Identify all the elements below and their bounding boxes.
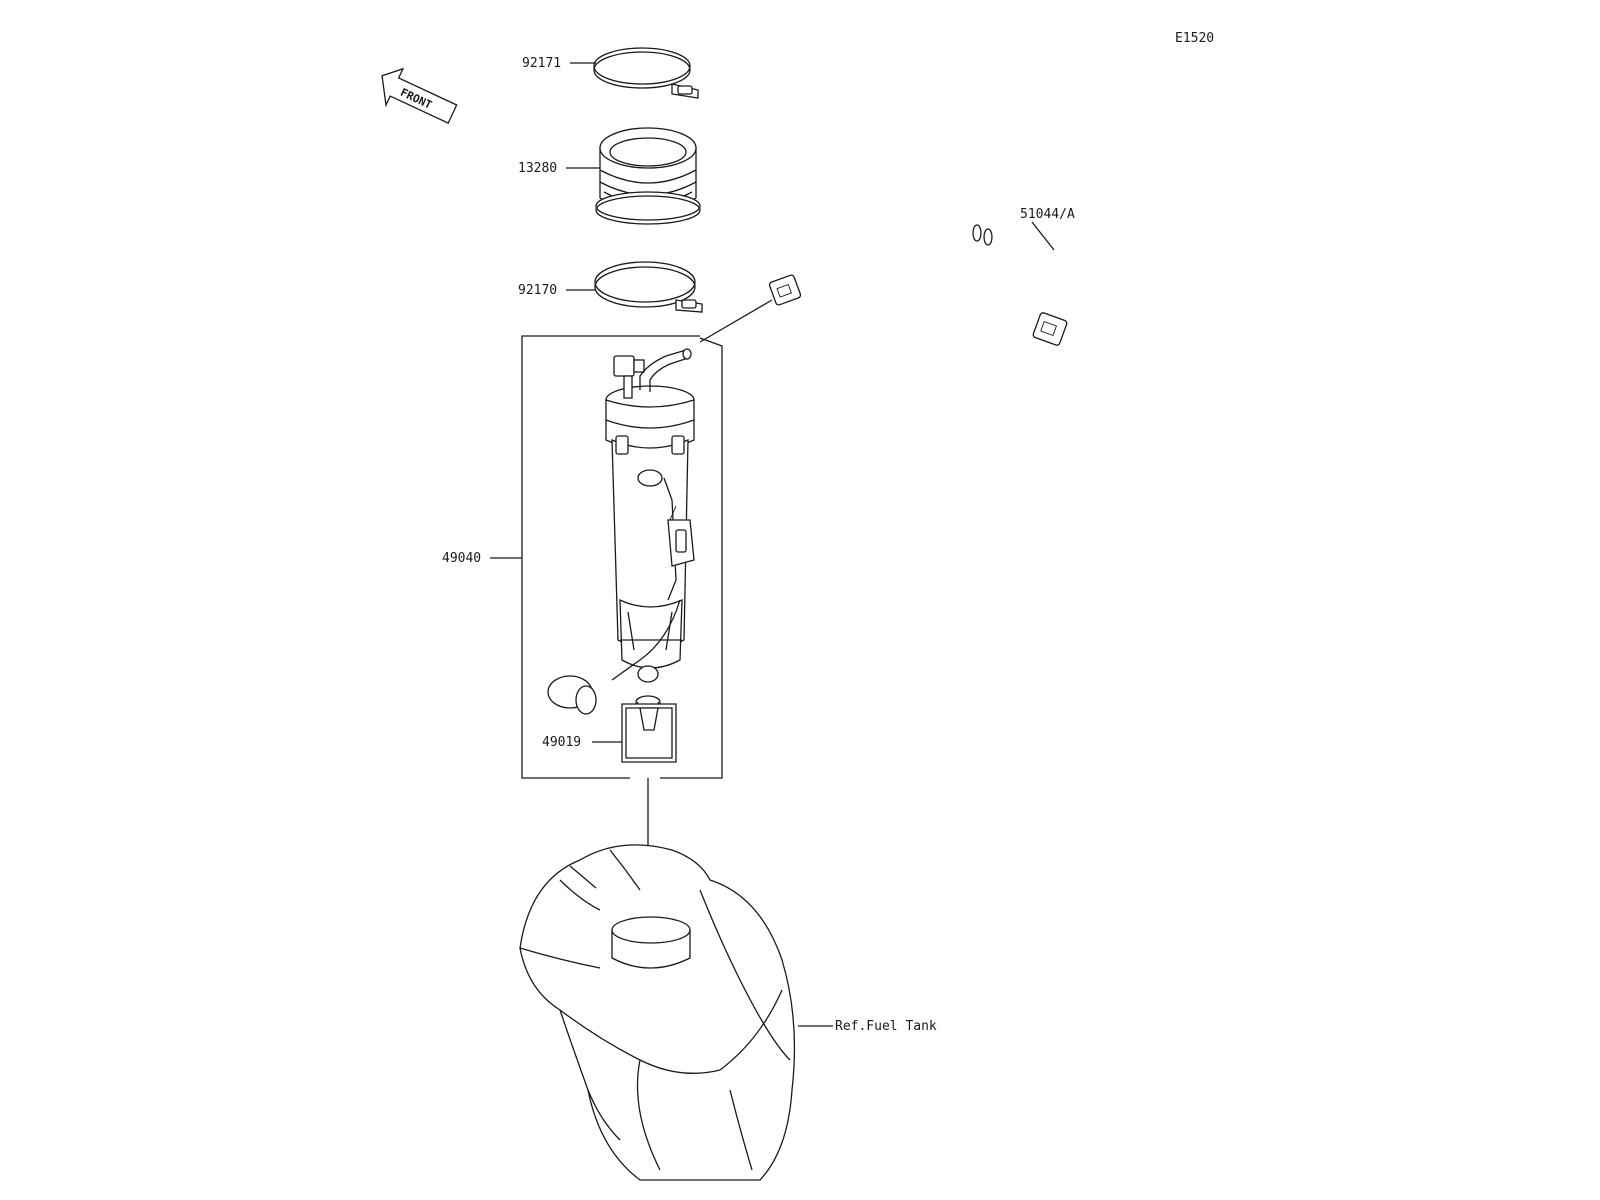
- reference-label: Ref.Fuel Tank: [835, 1019, 937, 1034]
- boot-part[interactable]: [595, 127, 701, 225]
- front-arrow-icon: FRONT: [381, 67, 458, 124]
- clamp-lower-part[interactable]: [594, 261, 703, 313]
- pump-assembly-bracket: [521, 335, 723, 779]
- fuel-tank-reference: [519, 844, 796, 1181]
- part-number-51044a: 51044/A: [1020, 207, 1075, 222]
- part-number-49019: 49019: [542, 735, 581, 750]
- clamp-upper-part[interactable]: [593, 47, 699, 99]
- part-number-49040: 49040: [442, 551, 481, 566]
- fuel-pump-part[interactable]: [547, 348, 695, 715]
- part-number-92170: 92170: [518, 283, 557, 298]
- part-number-92171: 92171: [522, 56, 561, 71]
- hose-part[interactable]: [768, 201, 1103, 347]
- part-number-13280: 13280: [518, 161, 557, 176]
- diagram-code: E1520: [1175, 31, 1214, 46]
- fuel-filter-part[interactable]: [621, 703, 677, 763]
